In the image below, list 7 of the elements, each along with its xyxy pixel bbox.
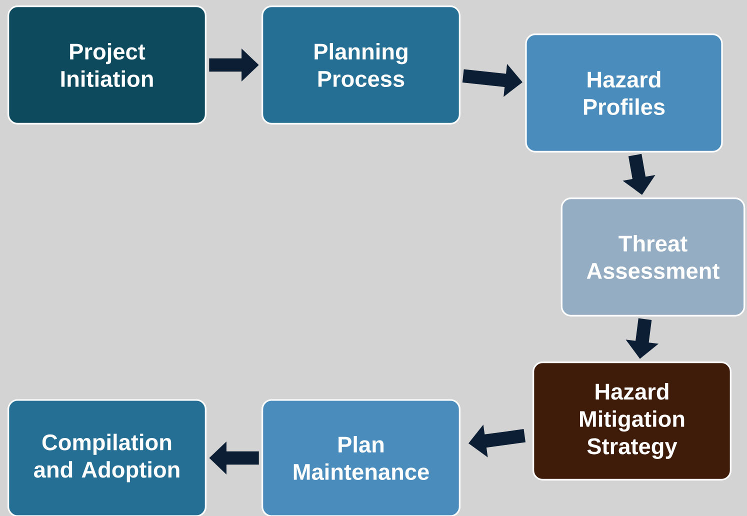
process-box: Plan Maintenance (262, 399, 460, 516)
process-box: Compilation and Adoption (8, 399, 206, 516)
process-box: Planning Process (262, 6, 460, 124)
process-box: Hazard Mitigation Strategy (532, 362, 732, 480)
process-box: Project Initiation (8, 6, 206, 124)
process-box: Threat Assessment (560, 198, 746, 316)
process-box: Hazard Profiles (525, 34, 723, 152)
